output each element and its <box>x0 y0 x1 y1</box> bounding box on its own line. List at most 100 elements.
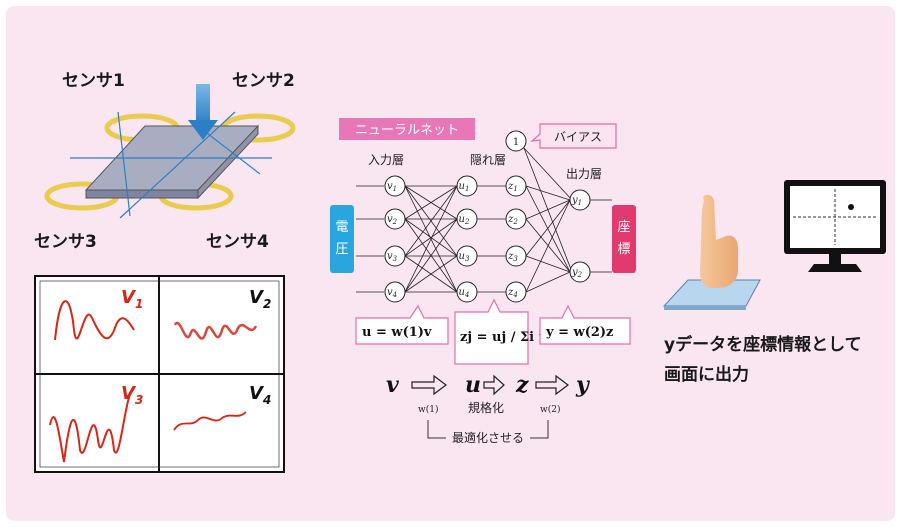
flow-w1: w(1) <box>418 404 438 415</box>
hidden-node-u2 <box>456 208 478 230</box>
hidden-node-u1 <box>456 175 478 197</box>
output-box-char-1: 座 <box>617 220 630 235</box>
v-u-connection <box>404 255 458 293</box>
signal-label-v2: V2 <box>249 287 271 311</box>
input-node-v1 <box>384 175 406 197</box>
press-arrow-shaft <box>196 84 210 124</box>
input-voltage-box <box>330 205 354 273</box>
input-node-v3-label: v3 <box>387 251 398 263</box>
input-node-v2-label: v2 <box>387 214 398 226</box>
axis-line <box>119 111 236 219</box>
output-box-char-2: 標 <box>617 242 630 257</box>
plate-front <box>85 189 199 199</box>
output-node-y1-label: y1 <box>571 195 582 207</box>
bias-connection <box>523 147 573 273</box>
z-y-connection <box>525 185 571 201</box>
input-node-v3 <box>384 245 406 267</box>
hidden-node-u3-label: u3 <box>459 251 470 263</box>
flow-arrow <box>483 374 505 396</box>
hidden-node-z3 <box>505 245 527 267</box>
v-u-connection <box>404 218 458 293</box>
signal-waveform-v3 <box>49 388 135 463</box>
hidden-node-u4-label: u4 <box>459 287 470 299</box>
output-description-line2: 画面に出力 <box>664 364 749 385</box>
axis-line <box>117 111 131 217</box>
hidden-node-z2-label: z2 <box>507 214 518 226</box>
hidden-node-z1-label: z1 <box>507 181 518 193</box>
flow-w2: w(2) <box>540 404 560 415</box>
input-node-v1-label: v1 <box>387 181 397 193</box>
hidden-node-z1 <box>505 175 527 197</box>
v-u-connection <box>404 185 458 220</box>
z-y-connection <box>525 271 571 293</box>
input-box-char-1: 電 <box>335 220 348 235</box>
signal-waveform-v2 <box>173 321 258 340</box>
flow-normalize: 規格化 <box>468 400 504 415</box>
output-description-line1: yデータを座標情報として <box>664 334 862 355</box>
monitor-illustration <box>784 180 886 272</box>
output-layer-label: 出力層 <box>566 167 602 181</box>
v-u-connection <box>404 185 458 293</box>
processing-flow: v u z y w(1) 規格化 w(2) 最適化させる <box>386 372 591 445</box>
nn-connections <box>356 147 612 293</box>
signal-waveform-v4 <box>173 411 247 431</box>
sensor-label-4: センサ4 <box>206 232 269 252</box>
cursor-dot <box>848 204 854 210</box>
signal-label-v3: V3 <box>121 383 143 407</box>
hidden-node-u1-label: u1 <box>459 181 470 193</box>
sensor-label-2: センサ2 <box>232 71 295 91</box>
signal-label-v4: V4 <box>249 383 271 407</box>
press-arrow-head <box>188 120 218 140</box>
touch-plate-edge <box>664 306 746 310</box>
optimize-bracket-right <box>530 420 549 439</box>
eq2: zj = uj / Σi ui <box>460 330 553 345</box>
bias-node-label: 1 <box>513 137 519 148</box>
flow-z: z <box>515 372 529 398</box>
signal-label-v1: V1 <box>121 287 143 311</box>
v-u-connection <box>404 185 458 257</box>
z-y-connection <box>525 199 571 293</box>
neural-network: ニューラルネット 1 バイアス 入力層 隠れ層 出力層 電 圧 座 標 v1v2… <box>330 118 636 365</box>
plate-side <box>197 124 259 200</box>
nn-title: ニューラルネット <box>355 123 459 138</box>
monitor-neck <box>829 254 841 264</box>
hidden-node-z3-label: z3 <box>507 251 518 263</box>
signal-grid-inner-frame <box>39 280 280 468</box>
hidden-node-u4 <box>456 281 478 303</box>
sensor-plate-illustration <box>44 84 296 219</box>
hidden-node-z2 <box>505 208 527 230</box>
signal-waveform-v1 <box>54 300 135 341</box>
optimize-label: 最適化させる <box>452 430 524 445</box>
flow-u: u <box>465 372 481 398</box>
flow-arrow <box>411 374 447 396</box>
eq1-box <box>355 304 449 345</box>
bias-label: バイアス <box>554 130 602 144</box>
v-u-connection <box>404 218 458 257</box>
z-y-connection <box>525 199 571 257</box>
z-y-connection <box>525 185 571 273</box>
hidden-node-z4-label: z4 <box>507 287 518 299</box>
hidden-node-u2-label: u2 <box>459 214 470 226</box>
monitor-base <box>808 264 862 272</box>
input-node-v2 <box>384 208 406 230</box>
eq1: u = w(1)v <box>362 325 432 340</box>
hidden-node-u3 <box>456 245 478 267</box>
z-y-connection <box>525 255 571 273</box>
bias-connection <box>523 147 573 201</box>
input-box-char-2: 圧 <box>335 242 348 257</box>
flow-arrow <box>535 374 569 396</box>
output-node-y2 <box>569 261 591 283</box>
sensor-label-3: センサ3 <box>34 232 97 252</box>
finger-icon <box>700 194 738 288</box>
input-layer-label: 入力層 <box>368 153 404 167</box>
flow-y: y <box>575 372 591 398</box>
input-node-v4-label: v4 <box>387 287 397 299</box>
eq2-box <box>454 298 529 365</box>
hidden-node-z4 <box>505 281 527 303</box>
nn-title-tag <box>339 118 475 140</box>
eq3: y = w(2)z <box>545 325 613 340</box>
touch-device-illustration <box>662 194 761 310</box>
